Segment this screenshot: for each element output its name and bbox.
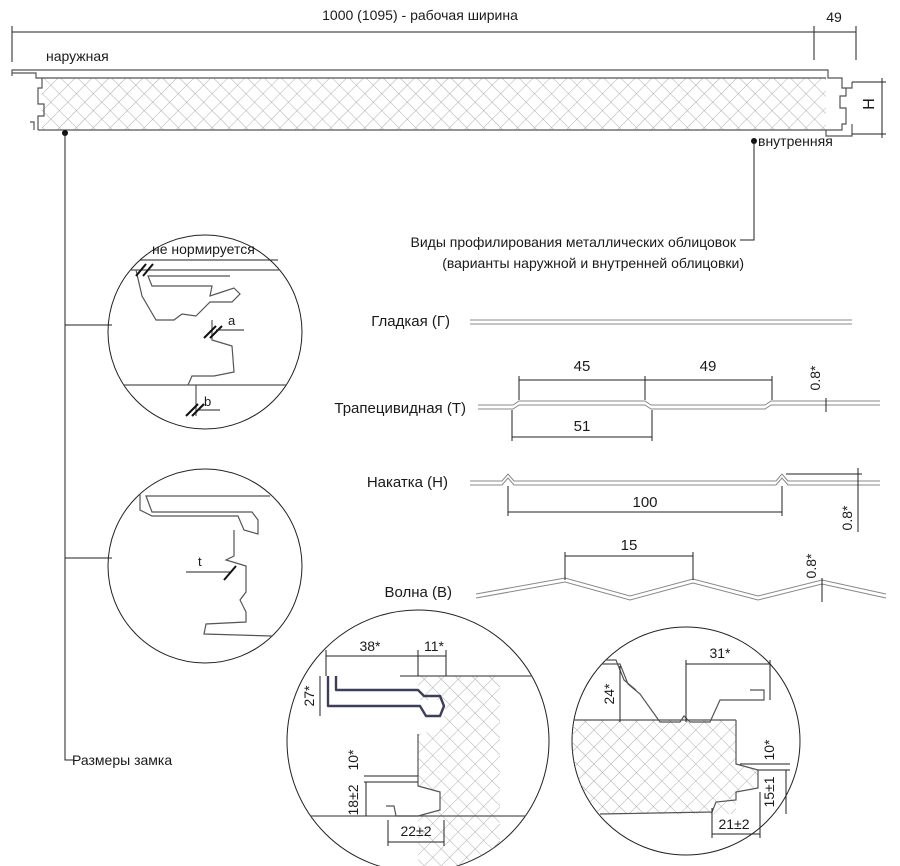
wave-dim-a: 15 — [621, 537, 638, 554]
lock3-d3: 27* — [301, 685, 317, 707]
lock-sizes-label: Размеры замка — [72, 752, 172, 768]
lock-detail-1: не нормируется a b — [107, 234, 303, 430]
lock4-d3: 10* — [761, 739, 777, 761]
lock4-d4: 15±1 — [761, 776, 777, 807]
trapezoid-dim-a: 45 — [574, 358, 591, 375]
lock4-d5: 21±2 — [718, 816, 749, 832]
thickness-label: H — [861, 98, 878, 110]
lock4-d1: 31* — [709, 645, 731, 661]
lock1-dim-a: a — [228, 313, 236, 328]
inner-skin-label: внутренняя — [758, 133, 833, 149]
knurl-depth: 0.8* — [839, 505, 855, 530]
width-label: 1000 (1095) - рабочая ширина — [322, 7, 518, 23]
wave-label: Волна (В) — [384, 584, 452, 601]
lock1-note: не нормируется — [152, 241, 255, 257]
trapezoid-label: Трапецивидная (Т) — [334, 400, 466, 417]
knurl-dim-a: 100 — [632, 494, 657, 511]
lock3-d5: 18±2 — [345, 784, 361, 815]
trapezoid-dim-c: 51 — [574, 418, 591, 435]
lock1-dim-b: b — [204, 394, 211, 409]
profiles-heading: Виды профилирования металлических облицо… — [411, 234, 737, 250]
lock-detail-3: 38* 11* 27* 10* 18±2 22±2 — [286, 609, 550, 866]
trapezoid-depth: 0.8* — [807, 365, 823, 390]
smooth-label: Гладкая (Г) — [371, 313, 450, 330]
lock2-dim-t: t — [198, 554, 202, 569]
outer-skin-label: наружная — [46, 48, 109, 64]
trapezoid-dim-b: 49 — [700, 358, 717, 375]
lock-width-label: 49 — [826, 9, 842, 25]
wave-depth: 0.8* — [803, 553, 819, 578]
profiles-subheading: (варианты наружной и внутренней облицовк… — [442, 255, 744, 271]
knurl-label: Накатка (Н) — [367, 474, 448, 491]
lock3-d6: 22±2 — [400, 823, 431, 839]
panel-section: 1000 (1095) - рабочая ширина 49 H наружн… — [11, 7, 886, 149]
lock3-d2: 11* — [424, 638, 445, 654]
lock3-d1: 38* — [359, 638, 381, 654]
lock4-d2: 24* — [601, 683, 617, 705]
profile-types: Виды профилирования металлических облицо… — [334, 234, 887, 602]
lock-detail-2: t — [107, 468, 303, 664]
leader-lines: Размеры замка — [64, 133, 755, 768]
lock-detail-4: 31* 24* 10* 15±1 21±2 — [571, 626, 801, 856]
lock3-d4: 10* — [345, 749, 361, 771]
